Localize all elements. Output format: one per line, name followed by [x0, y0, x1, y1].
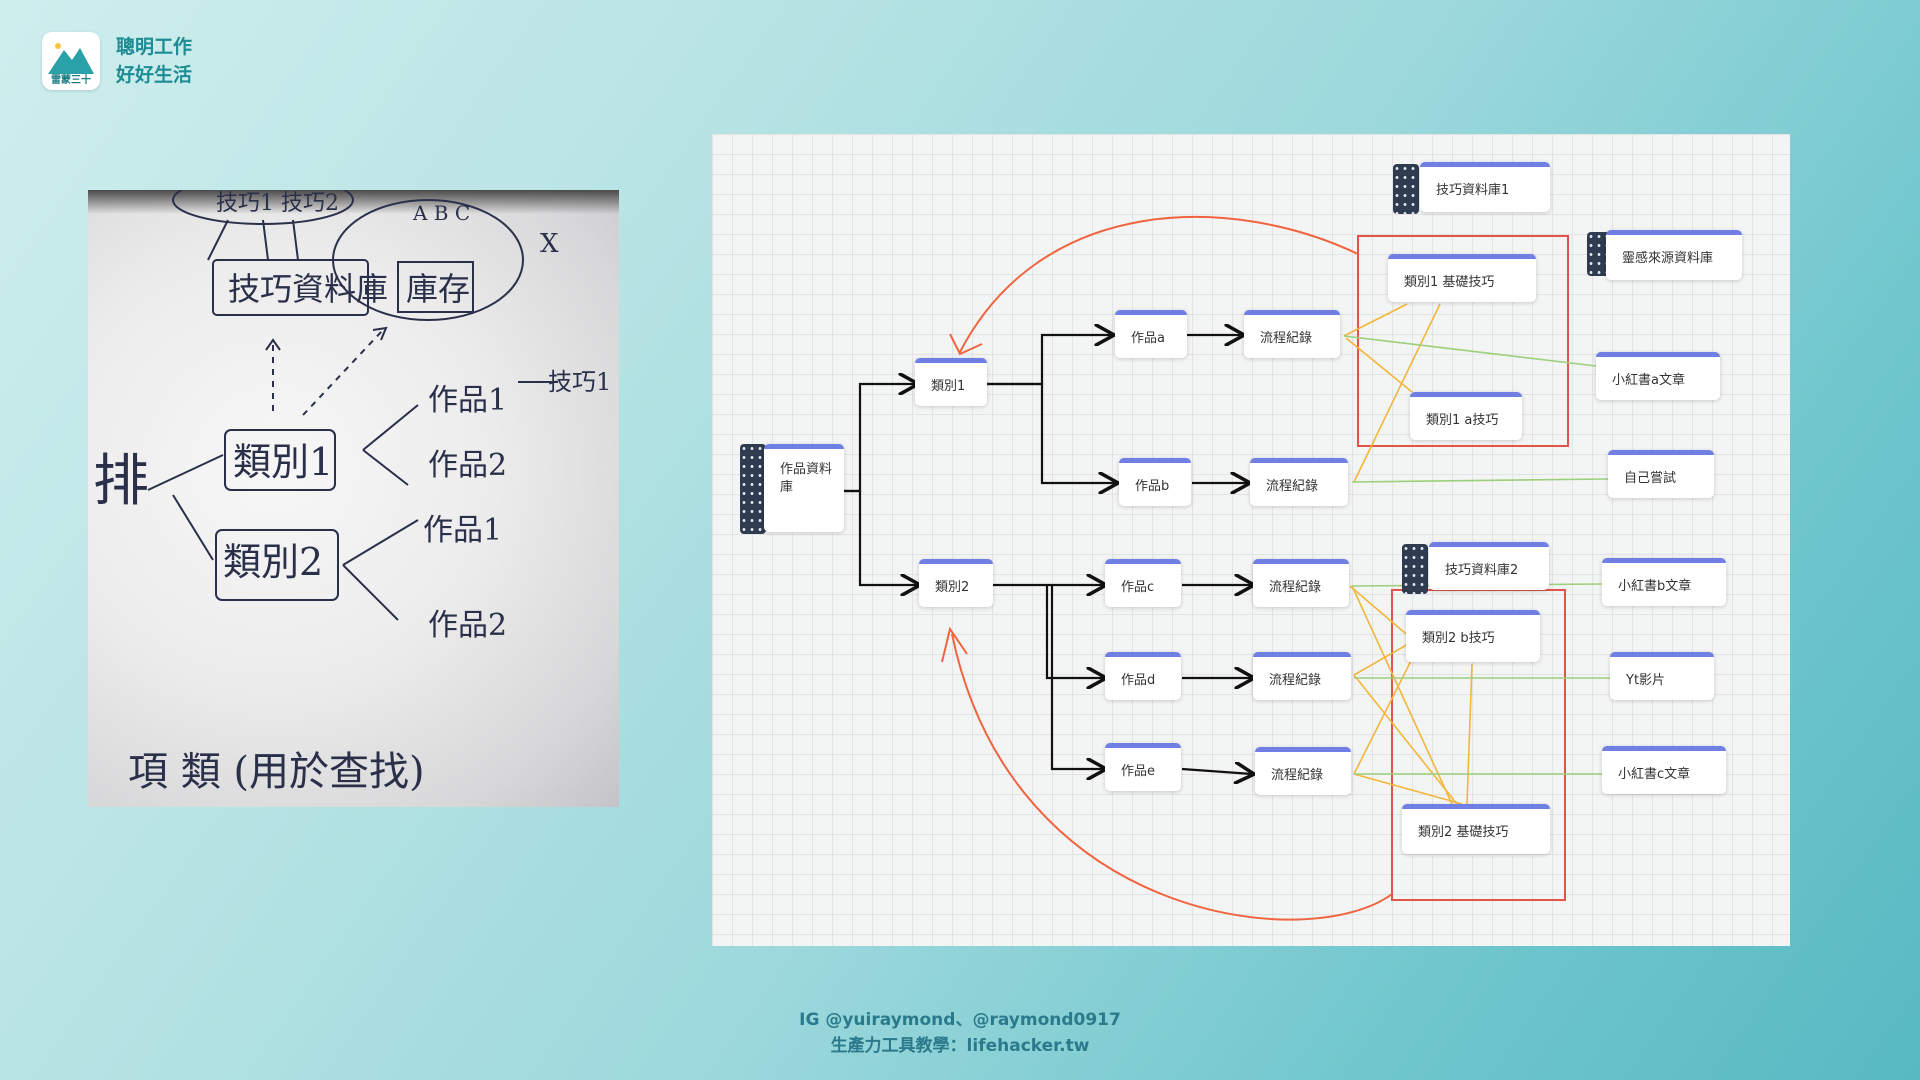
feedback-curves	[941, 215, 1393, 921]
node-label: 流程紀錄	[1271, 768, 1324, 783]
footer-line1: IG @yuiraymond、@raymond0917	[799, 1010, 1121, 1030]
node-label: 流程紀錄	[1266, 479, 1319, 494]
node-label: 作品a	[1131, 331, 1165, 346]
node-label: 小紅書b文章	[1618, 579, 1692, 594]
hw-bottom-note: 項 類 (用於查找)	[128, 749, 425, 795]
brand-line2: 好好生活	[116, 64, 193, 86]
hw-work1-a: 作品1	[428, 383, 507, 418]
hw-work1-b: 作品1	[423, 513, 502, 548]
node-label: 類別1 基礎技巧	[1404, 275, 1495, 290]
diagram-canvas: 作品資料庫 類別1 類別2 作品a 作品b 作品c 作品d 作品e 流程紀錄 流…	[712, 134, 1790, 946]
node-label: Yt影片	[1626, 673, 1666, 688]
node-label: 作品資料庫	[780, 462, 833, 495]
brand-slogan: 聰明工作 好好生活	[116, 33, 192, 89]
highlight-box-cat2	[1391, 589, 1566, 901]
tips-database1-icon	[1393, 164, 1419, 214]
flow-arrows	[840, 335, 1252, 774]
node-work-d[interactable]: 作品d	[1105, 652, 1181, 700]
brand-logo-text: 雷蒙三十	[51, 75, 91, 86]
node-self-try[interactable]: 自己嘗試	[1608, 450, 1714, 498]
node-xhs-c[interactable]: 小紅書c文章	[1602, 746, 1726, 794]
node-label: 作品e	[1121, 764, 1155, 779]
node-label: 小紅書c文章	[1618, 767, 1691, 782]
node-label: 流程紀錄	[1269, 580, 1322, 595]
node-xhs-b[interactable]: 小紅書b文章	[1602, 558, 1726, 606]
node-flow-b[interactable]: 流程紀錄	[1250, 458, 1348, 506]
node-cat1-a-tip[interactable]: 類別1 a技巧	[1410, 392, 1522, 440]
hw-tip1-note: 技巧1	[548, 368, 611, 396]
node-label: 類別2	[935, 580, 970, 595]
node-cat1[interactable]: 類別1	[915, 358, 987, 406]
brand: 雷蒙三十 聰明工作 好好生活	[42, 32, 192, 90]
node-inspire-db[interactable]: 靈感來源資料庫	[1606, 230, 1742, 280]
node-work-c[interactable]: 作品c	[1105, 559, 1181, 607]
hw-abc: A B C	[412, 201, 470, 225]
node-label: 流程紀錄	[1269, 673, 1322, 688]
brand-line1: 聰明工作	[116, 36, 193, 58]
node-work-b[interactable]: 作品b	[1119, 458, 1191, 506]
node-flow-c[interactable]: 流程紀錄	[1253, 559, 1349, 607]
node-label: 作品c	[1121, 580, 1155, 595]
node-cat2-basic[interactable]: 類別2 基礎技巧	[1402, 804, 1550, 854]
node-tips-db1[interactable]: 技巧資料庫1	[1420, 162, 1550, 212]
brand-logo: 雷蒙三十	[42, 32, 100, 90]
highlight-box-cat1	[1357, 235, 1569, 447]
tips-database2-icon	[1402, 544, 1428, 594]
hw-x-mark: X	[540, 229, 559, 259]
node-label: 小紅書a文章	[1612, 373, 1685, 388]
node-label: 靈感來源資料庫	[1622, 251, 1714, 266]
node-work-a[interactable]: 作品a	[1115, 310, 1187, 358]
hw-tips-top: 技巧1 技巧2	[216, 191, 339, 216]
node-work-e[interactable]: 作品e	[1105, 743, 1181, 791]
node-label: 技巧資料庫2	[1445, 563, 1519, 578]
node-label: 類別2 b技巧	[1422, 631, 1495, 646]
node-flow-d[interactable]: 流程紀錄	[1253, 652, 1351, 700]
node-label: 類別1	[931, 379, 966, 394]
handwritten-sketch-photo: 技巧1 技巧2 A B C 技巧資料庫 庫存 X 排 類別1 類別2 作品1 技…	[88, 190, 619, 807]
hw-category1: 類別1	[233, 440, 333, 484]
node-flow-a[interactable]: 流程紀錄	[1244, 310, 1340, 358]
works-database-icon	[740, 444, 766, 534]
footer-line2: 生產力工具教學：lifehacker.tw	[830, 1036, 1090, 1056]
hw-work2-a: 作品2	[428, 448, 507, 483]
hw-category2: 類別2	[223, 540, 323, 584]
node-flow-e[interactable]: 流程紀錄	[1255, 747, 1351, 795]
node-label: 作品d	[1121, 673, 1156, 688]
node-label: 流程紀錄	[1260, 331, 1313, 346]
node-tips-db2[interactable]: 技巧資料庫2	[1429, 542, 1549, 590]
mountain-icon	[48, 43, 94, 74]
node-cat2[interactable]: 類別2	[919, 559, 993, 607]
node-works-db[interactable]: 作品資料庫	[764, 444, 844, 532]
hw-work2-b: 作品2	[428, 608, 507, 643]
node-label: 技巧資料庫1	[1436, 183, 1510, 198]
hw-arrange: 排	[93, 449, 149, 514]
hw-tips-db: 技巧資料庫	[228, 270, 388, 308]
hw-inventory: 庫存	[406, 270, 470, 308]
node-cat2-b-tip[interactable]: 類別2 b技巧	[1406, 610, 1540, 662]
node-label: 類別2 基礎技巧	[1418, 825, 1509, 840]
node-xhs-a[interactable]: 小紅書a文章	[1596, 352, 1720, 400]
node-label: 自己嘗試	[1624, 471, 1677, 486]
node-yt[interactable]: Yt影片	[1610, 652, 1714, 700]
node-label: 類別1 a技巧	[1426, 413, 1499, 428]
node-label: 作品b	[1135, 479, 1170, 494]
node-cat1-basic[interactable]: 類別1 基礎技巧	[1388, 254, 1536, 302]
